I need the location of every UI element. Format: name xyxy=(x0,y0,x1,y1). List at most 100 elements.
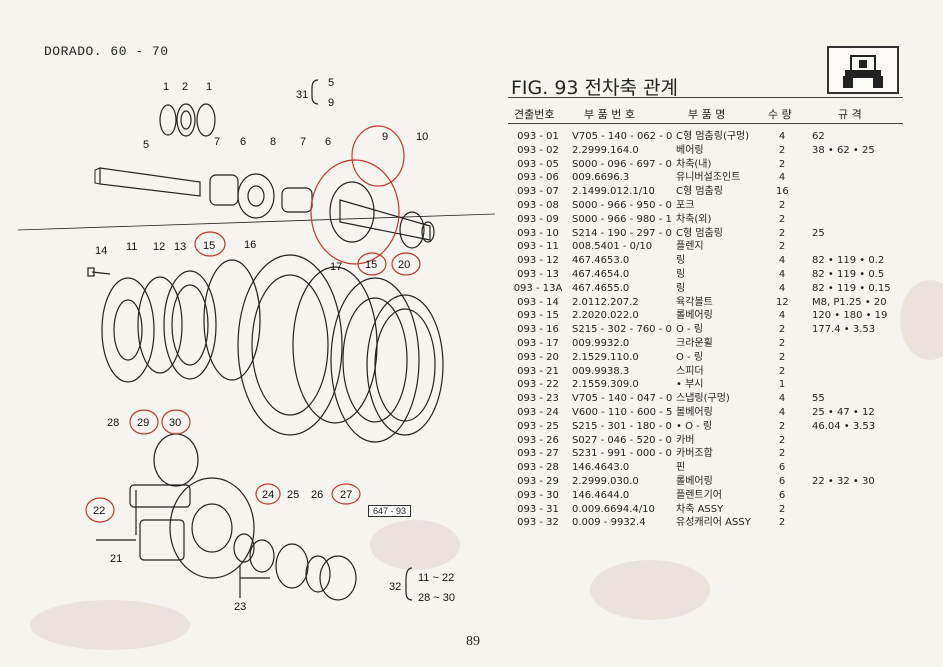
part-ref-no: 093 - 10 xyxy=(517,227,559,239)
part-ref-no: 093 - 29 xyxy=(517,475,559,487)
part-number: 467.4655.0 xyxy=(572,282,630,294)
part-ref-no: 093 - 08 xyxy=(517,199,559,211)
callout-1b: 1 xyxy=(206,81,212,93)
part-name: 베어링 xyxy=(676,144,704,156)
part-ref-no: 093 - 13A xyxy=(513,282,563,294)
part-qty: 2 xyxy=(778,337,786,349)
part-qty: 2 xyxy=(778,158,786,170)
part-number: 467.4654.0 xyxy=(572,268,630,280)
part-number: 2.1499.012.1/10 xyxy=(572,186,655,198)
col-head-spec: 규 격 xyxy=(838,108,862,121)
callout-28: 28 xyxy=(107,417,119,429)
callout-7b: 7 xyxy=(300,136,306,148)
part-number: 146.4644.0 xyxy=(572,489,630,501)
col-head-qty: 수 량 xyxy=(768,108,792,121)
part-ref-no: 093 - 30 xyxy=(517,489,559,501)
part-ref-no: 093 - 05 xyxy=(517,158,559,170)
part-number: 467.4653.0 xyxy=(572,255,630,267)
part-number: 2.1529.110.0 xyxy=(572,351,639,363)
part-qty: 4 xyxy=(778,255,786,267)
part-ref-no: 093 - 02 xyxy=(517,144,559,156)
callout-9: 9 xyxy=(382,131,388,143)
table-rule xyxy=(508,123,903,124)
callout-22: 22 xyxy=(93,505,105,517)
callout-12: 12 xyxy=(153,241,165,253)
part-name: 차축(내) xyxy=(676,158,712,170)
part-qty: 6 xyxy=(778,462,786,474)
part-number: V600 - 110 - 600 - 5 xyxy=(572,406,673,418)
part-name: O - 링 xyxy=(676,324,704,336)
callout-1: 1 xyxy=(163,81,169,93)
part-qty: 2 xyxy=(778,448,786,460)
callout-23: 23 xyxy=(234,601,246,613)
part-name: 유니버설조인트 xyxy=(676,172,741,184)
part-qty: 6 xyxy=(778,489,786,501)
part-name: 카버 xyxy=(676,434,695,446)
part-number: S215 - 301 - 180 - 0 xyxy=(572,420,672,432)
part-spec: 82 • 119 • 0.2 xyxy=(812,255,885,267)
part-name: C형 멈춤링 xyxy=(676,227,723,239)
part-spec: M8, P1.25 • 20 xyxy=(812,296,887,308)
part-qty: 2 xyxy=(778,213,786,225)
part-spec: 120 • 180 • 19 xyxy=(812,310,888,322)
part-name: 롤베어링 xyxy=(676,475,713,487)
callout-24: 24 xyxy=(262,489,274,501)
part-number: S231 - 991 - 000 - 0 xyxy=(572,448,672,460)
part-qty: 2 xyxy=(778,351,786,363)
part-name: O - 링 xyxy=(676,351,704,363)
callout-6a: 6 xyxy=(240,136,246,148)
part-ref-no: 093 - 24 xyxy=(517,406,559,418)
callout-21: 21 xyxy=(110,553,122,565)
col-head-name: 부 품 명 xyxy=(688,108,726,121)
part-ref-no: 093 - 25 xyxy=(517,420,559,432)
callout-26: 26 xyxy=(311,489,323,501)
part-number: S214 - 190 - 297 - 0 xyxy=(572,227,672,239)
part-qty: 6 xyxy=(778,475,786,487)
callout-8: 8 xyxy=(270,136,276,148)
callout-9a: 9 xyxy=(328,97,334,109)
part-number: V705 - 140 - 062 - 0 xyxy=(572,131,673,142)
callout-6b: 6 xyxy=(325,136,331,148)
callout-29: 29 xyxy=(137,417,149,429)
callout-2: 2 xyxy=(182,81,188,93)
part-name: 링 xyxy=(676,282,686,294)
part-qty: 2 xyxy=(778,365,786,377)
part-ref-no: 093 - 15 xyxy=(517,310,559,322)
part-qty: 4 xyxy=(778,268,786,280)
part-ref-no: 093 - 13 xyxy=(517,268,559,280)
callout-11: 11 xyxy=(126,241,137,253)
part-qty: 4 xyxy=(778,310,786,322)
callout-25: 25 xyxy=(287,489,299,501)
part-qty: 4 xyxy=(778,282,786,294)
part-ref-no: 093 - 14 xyxy=(517,296,559,308)
part-qty: 1 xyxy=(778,379,786,391)
page-number: 89 xyxy=(466,634,480,649)
part-ref-no: 093 - 17 xyxy=(517,337,559,349)
tractor-logo xyxy=(827,46,899,94)
part-qty: 2 xyxy=(778,199,786,211)
part-name: 육각볼트 xyxy=(676,296,713,308)
callout-32: 32 xyxy=(389,581,401,593)
part-number: 009.6696.3 xyxy=(572,172,630,184)
part-number: S000 - 966 - 950 - 0 xyxy=(572,199,672,211)
part-name: 차축 ASSY xyxy=(676,503,724,515)
part-ref-no: 093 - 16 xyxy=(517,324,559,336)
tractor-icon xyxy=(843,55,883,88)
part-number: V705 - 140 - 047 - 0 xyxy=(572,393,673,405)
